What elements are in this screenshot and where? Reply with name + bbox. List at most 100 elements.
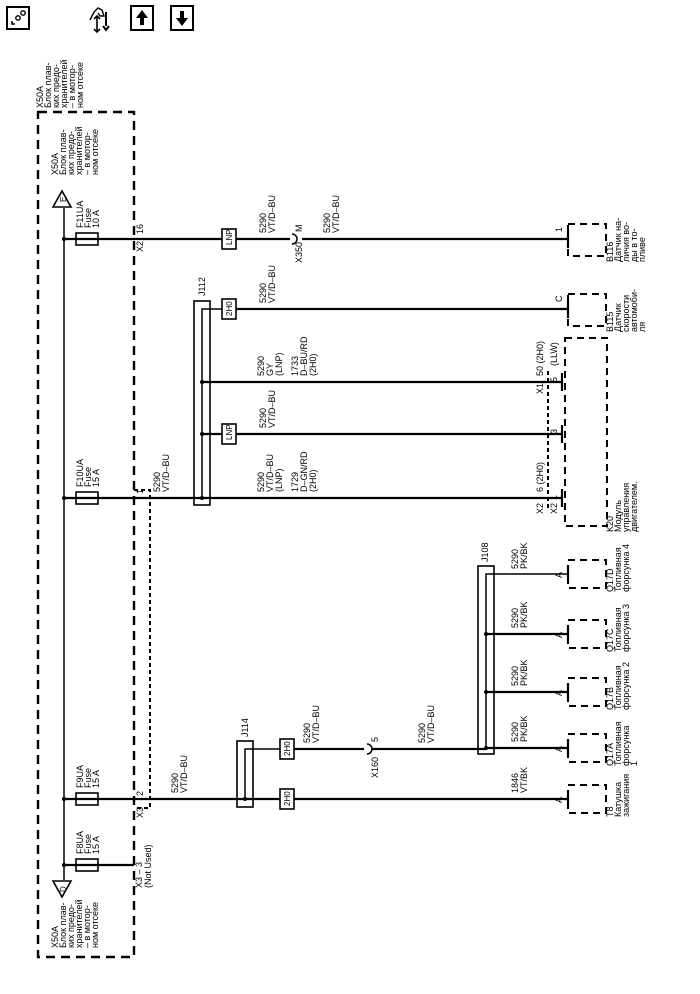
svg-text:GY: GY <box>265 363 275 376</box>
svg-text:5290: 5290 <box>256 356 266 376</box>
svg-text:управления: управления <box>621 483 631 532</box>
svg-text:15 A: 15 A <box>91 770 101 788</box>
next-button[interactable] <box>170 5 194 31</box>
svg-text:10 A: 10 A <box>91 210 101 228</box>
arrow-up-icon <box>136 10 148 25</box>
svg-text:5290: 5290 <box>170 773 180 793</box>
svg-text:5290: 5290 <box>510 666 520 686</box>
svg-text:X50A: X50A <box>50 153 60 175</box>
x350-pin: M <box>294 225 304 233</box>
supply-e-triangle <box>51 189 73 208</box>
wire-label: 5290 VT/D–BU <box>258 390 277 428</box>
svg-text:5290: 5290 <box>510 549 520 569</box>
svg-text:15 A: 15 A <box>91 836 101 854</box>
x3-2-pin: 2 <box>135 791 145 796</box>
svg-text:D–BU/RD: D–BU/RD <box>299 336 309 376</box>
svg-text:PK/BK: PK/BK <box>519 542 529 569</box>
svg-text:зажигания: зажигания <box>621 774 631 817</box>
supply-e-label: X50A Блок плав- ких предо- хранителей – … <box>50 126 100 175</box>
supply-d-letter: D <box>59 886 68 892</box>
svg-text:Fuse: Fuse <box>83 768 93 788</box>
svg-text:Fuse: Fuse <box>83 467 93 487</box>
svg-text:Блок плав-: Блок плав- <box>58 129 68 175</box>
wire-label: 5290 VT/D–BU (LNP) <box>256 454 284 492</box>
q17c-injector: A Q17C Топливная форсунка 3 <box>554 604 631 652</box>
label-line: ном отсеке <box>75 62 85 108</box>
svg-text:ды в то-: ды в то- <box>629 228 639 262</box>
b116-pin: 1 <box>554 227 564 232</box>
j112-label: J112 <box>197 277 207 296</box>
svg-text:1733: 1733 <box>290 356 300 376</box>
svg-text:ном отсеке: ном отсеке <box>90 902 100 948</box>
svg-text:VT/D–BU: VT/D–BU <box>179 755 189 793</box>
x160-connector-icon <box>366 743 373 755</box>
svg-text:T8: T8 <box>605 806 615 817</box>
svg-text:5290: 5290 <box>322 213 332 233</box>
svg-text:5290: 5290 <box>152 472 162 492</box>
label-line: X50A <box>35 86 45 108</box>
svg-text:форсунка 2: форсунка 2 <box>621 662 631 710</box>
k20-label: K20 Модуль управления двигателем. <box>605 481 639 532</box>
j114-label: J114 <box>240 718 250 737</box>
svg-text:1: 1 <box>629 761 639 766</box>
b116-component <box>567 223 607 257</box>
svg-text:5290: 5290 <box>258 283 268 303</box>
wire-label: 5290 VT/D–BU <box>258 195 277 233</box>
b115-label: B115 Датчик скорости автомоби- ля <box>605 289 647 332</box>
fuse-f11ua-label: F11UA Fuse 10 A <box>75 201 101 228</box>
svg-text:F8UA: F8UA <box>75 831 85 854</box>
service-button[interactable] <box>86 4 122 36</box>
x2-16-name: X2 <box>135 241 145 252</box>
b115-component <box>567 293 607 327</box>
svg-text:15 A: 15 A <box>91 469 101 487</box>
svg-text:Fuse: Fuse <box>83 834 93 854</box>
prev-button[interactable] <box>130 5 154 31</box>
svg-text:Датчик на-: Датчик на- <box>613 218 623 262</box>
svg-text:Q17C: Q17C <box>605 628 615 652</box>
svg-text:ля: ля <box>637 322 647 332</box>
k20-3-pin: 3 <box>549 429 559 434</box>
svg-text:VT/D–BU: VT/D–BU <box>311 705 321 743</box>
x3-3-label: X3 – 3 (Not Used) <box>134 844 153 888</box>
svg-text:B116: B116 <box>605 242 615 262</box>
label-line: Блок плав- <box>43 62 53 108</box>
k20-x1-name: X1 <box>535 383 545 394</box>
k20-x1-5-pin: 5 <box>549 377 559 382</box>
svg-text:форсунка: форсунка <box>621 725 631 766</box>
x2-1-pin: 1 <box>135 489 145 494</box>
svg-text:Топливная: Топливная <box>613 665 623 710</box>
fuse-block-frame <box>36 110 136 959</box>
svg-text:Fuse: Fuse <box>83 208 93 228</box>
loc-icon <box>11 10 26 25</box>
label-line: ких предо- <box>51 64 61 108</box>
loc-button[interactable] <box>6 6 30 30</box>
svg-text:Датчик: Датчик <box>613 303 623 332</box>
fuse-f8ua-label: F8UA Fuse 15 A <box>75 831 101 854</box>
t8-ignition-coil: A T8 Катушка зажигания <box>554 774 631 817</box>
q17d-injector: A Q17D Топливная форсунка 4 <box>554 544 631 592</box>
2h0-option-label: 2H0 <box>283 791 292 806</box>
k20-x2-6-pin: 6 (2H0) <box>535 462 545 492</box>
x350-connector-icon <box>291 233 298 245</box>
svg-text:5290: 5290 <box>256 472 266 492</box>
svg-text:(2H0): (2H0) <box>308 469 318 492</box>
svg-text:автомоби-: автомоби- <box>629 289 639 332</box>
svg-text:Q17B: Q17B <box>605 687 615 710</box>
svg-text:Блок плав-: Блок плав- <box>58 902 68 948</box>
x3-2-name: X3 <box>135 807 145 818</box>
svg-text:A: A <box>554 572 564 578</box>
svg-text:5290: 5290 <box>417 723 427 743</box>
svg-text:VT/D–BU: VT/D–BU <box>267 195 277 233</box>
svg-text:ких предо-: ких предо- <box>66 904 76 948</box>
svg-text:Топливная: Топливная <box>613 607 623 652</box>
j108-label: J108 <box>480 542 490 562</box>
svg-text:VT/BK: VT/BK <box>519 767 529 793</box>
svg-text:VT/D–BU: VT/D–BU <box>267 390 277 428</box>
svg-text:пливе: пливе <box>637 237 647 262</box>
svg-text:VT/D–BU: VT/D–BU <box>331 195 341 233</box>
x160-name: X160 <box>370 757 380 778</box>
